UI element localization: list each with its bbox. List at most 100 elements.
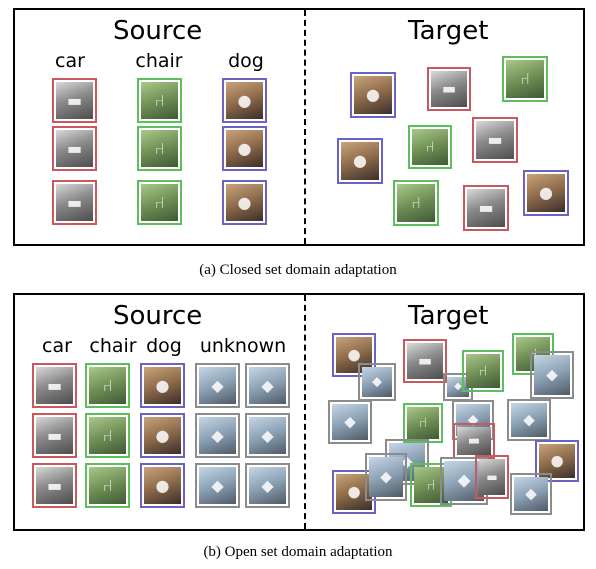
unknown-image-thumbnail: ◆	[358, 363, 396, 401]
chair-icon: ⑁	[407, 407, 439, 439]
dog-icon: ●	[539, 444, 575, 478]
car-image-thumbnail: ▬	[427, 67, 471, 111]
chair-icon: ⑁	[141, 82, 178, 119]
object-icon: ◆	[444, 461, 484, 501]
car-icon: ▬	[36, 367, 73, 404]
car-image-thumbnail: ▬	[463, 185, 509, 231]
open-set-panel: Source Target car chair dog unknown ▬⑁●◆…	[13, 293, 585, 531]
car-icon: ▬	[431, 71, 467, 107]
domain-divider	[304, 10, 306, 244]
unknown-image-thumbnail: ◆	[195, 413, 240, 458]
object-icon: ◆	[199, 367, 236, 404]
class-label-chair: chair	[89, 335, 137, 357]
car-image-thumbnail: ▬	[472, 117, 518, 163]
car-icon: ▬	[467, 189, 505, 227]
object-icon: ◆	[199, 467, 236, 504]
source-heading: Source	[113, 16, 203, 46]
unknown-image-thumbnail: ◆	[195, 363, 240, 408]
closed-set-panel: Source Target car chair dog ▬▬▬⑁⑁⑁●●●●▬⑁…	[13, 8, 585, 246]
chair-icon: ⑁	[466, 354, 500, 388]
chair-image-thumbnail: ⑁	[85, 463, 130, 508]
car-image-thumbnail: ▬	[453, 423, 495, 459]
dog-icon: ●	[144, 467, 181, 504]
object-icon: ◆	[362, 367, 392, 397]
chair-icon: ⑁	[414, 467, 448, 503]
car-image-thumbnail: ▬	[52, 78, 97, 123]
object-icon: ◆	[249, 467, 286, 504]
chair-icon: ⑁	[89, 467, 126, 504]
chair-icon: ⑁	[89, 367, 126, 404]
source-heading: Source	[113, 301, 203, 331]
chair-icon: ⑁	[141, 130, 178, 167]
car-image-thumbnail: ▬	[52, 126, 97, 171]
chair-image-thumbnail: ⑁	[403, 403, 443, 443]
dog-image-thumbnail: ●	[222, 126, 267, 171]
chair-image-thumbnail: ⑁	[137, 78, 182, 123]
dog-icon: ●	[341, 142, 379, 180]
figure-caption-a: (a) Closed set domain adaptation	[199, 262, 397, 278]
chair-image-thumbnail: ⑁	[408, 125, 452, 169]
object-icon: ◆	[249, 417, 286, 454]
object-icon: ◆	[514, 477, 548, 511]
unknown-image-thumbnail: ◆	[245, 413, 290, 458]
figure-caption-b: (b) Open set domain adaptation	[203, 544, 393, 560]
car-image-thumbnail: ▬	[32, 463, 77, 508]
unknown-image-thumbnail: ◆	[245, 363, 290, 408]
car-icon: ▬	[407, 343, 443, 379]
chair-icon: ⑁	[141, 184, 178, 221]
dog-image-thumbnail: ●	[140, 413, 185, 458]
dog-icon: ●	[226, 130, 263, 167]
object-icon: ◆	[249, 367, 286, 404]
car-icon: ▬	[476, 121, 514, 159]
dog-image-thumbnail: ●	[140, 363, 185, 408]
dog-image-thumbnail: ●	[222, 78, 267, 123]
target-heading: Target	[408, 301, 489, 331]
car-icon: ▬	[36, 467, 73, 504]
dog-image-thumbnail: ●	[337, 138, 383, 184]
unknown-image-thumbnail: ◆	[245, 463, 290, 508]
dog-icon: ●	[226, 184, 263, 221]
unknown-image-thumbnail: ◆	[440, 457, 488, 505]
object-icon: ◆	[534, 355, 570, 395]
car-icon: ▬	[56, 184, 93, 221]
class-label-dog: dog	[146, 335, 182, 357]
unknown-image-thumbnail: ◆	[507, 399, 551, 441]
class-label-chair: chair	[135, 50, 183, 72]
unknown-image-thumbnail: ◆	[365, 453, 407, 501]
car-image-thumbnail: ▬	[475, 455, 509, 499]
chair-icon: ⑁	[397, 184, 435, 222]
dog-icon: ●	[144, 367, 181, 404]
chair-image-thumbnail: ⑁	[137, 126, 182, 171]
car-image-thumbnail: ▬	[32, 413, 77, 458]
dog-image-thumbnail: ●	[350, 72, 396, 118]
unknown-image-thumbnail: ◆	[530, 351, 574, 399]
dog-icon: ●	[354, 76, 392, 114]
chair-image-thumbnail: ⑁	[393, 180, 439, 226]
car-icon: ▬	[457, 427, 491, 455]
car-icon: ▬	[56, 130, 93, 167]
car-icon: ▬	[479, 459, 505, 495]
class-label-dog: dog	[228, 50, 264, 72]
chair-icon: ⑁	[89, 417, 126, 454]
car-image-thumbnail: ▬	[32, 363, 77, 408]
chair-icon: ⑁	[412, 129, 448, 165]
target-heading: Target	[408, 16, 489, 46]
object-icon: ◆	[369, 457, 403, 497]
chair-icon: ⑁	[506, 60, 544, 98]
chair-image-thumbnail: ⑁	[85, 413, 130, 458]
chair-image-thumbnail: ⑁	[137, 180, 182, 225]
car-image-thumbnail: ▬	[403, 339, 447, 383]
dog-image-thumbnail: ●	[523, 170, 569, 216]
domain-divider	[304, 295, 306, 529]
car-image-thumbnail: ▬	[52, 180, 97, 225]
chair-image-thumbnail: ⑁	[502, 56, 548, 102]
class-label-car: car	[55, 50, 85, 72]
object-icon: ◆	[511, 403, 547, 437]
car-icon: ▬	[56, 82, 93, 119]
dog-icon: ●	[527, 174, 565, 212]
chair-image-thumbnail: ⑁	[462, 350, 504, 392]
dog-image-thumbnail: ●	[140, 463, 185, 508]
dog-icon: ●	[144, 417, 181, 454]
object-icon: ◆	[332, 404, 368, 440]
car-icon: ▬	[36, 417, 73, 454]
